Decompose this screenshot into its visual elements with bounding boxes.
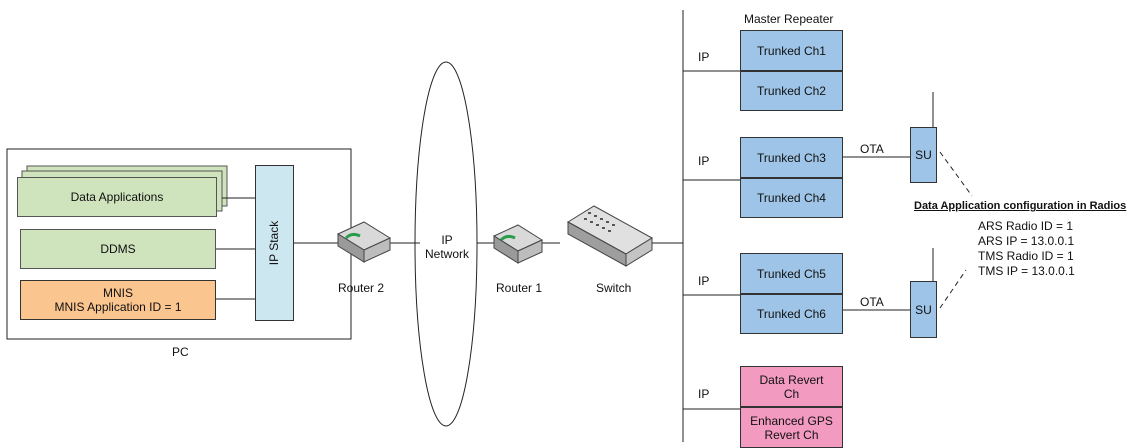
ota-label-2: OTA <box>860 295 884 309</box>
channel-label-6: Trunked Ch6 <box>757 307 826 321</box>
ota-label-1: OTA <box>860 142 884 156</box>
mnis-title: MNIS <box>103 286 133 300</box>
channel-label-5: Trunked Ch5 <box>757 266 826 281</box>
data-revert-channel-box: Data Revert Ch <box>740 366 843 407</box>
config-line-2: ARS IP = 13.0.0.1 <box>978 234 1075 248</box>
su-radio-1: SU <box>910 127 937 183</box>
config-line-4: TMS IP = 13.0.0.1 <box>978 264 1075 278</box>
ip-label-3: IP <box>698 274 710 288</box>
router-2-icon <box>336 221 392 263</box>
router-1-label: Router 1 <box>496 281 543 295</box>
ip-label-1: IP <box>698 50 710 64</box>
ip-network-label: IP Network <box>424 233 469 261</box>
channel-box-4: Trunked Ch4 <box>740 178 843 218</box>
channel-box-5: Trunked Ch5 <box>740 253 843 294</box>
master-repeater-title: Master Repeater <box>744 12 834 26</box>
ddms-box: DDMS <box>20 229 216 269</box>
channel-box-2: Trunked Ch2 <box>740 71 843 111</box>
ddms-label: DDMS <box>100 242 136 256</box>
channel-label-1: Trunked Ch1 <box>757 43 826 58</box>
su-radio-2: SU <box>910 281 937 338</box>
data-applications-box: Data Applications <box>17 177 217 217</box>
mnis-box: MNIS MNIS Application ID = 1 <box>20 280 216 320</box>
data-applications-label: Data Applications <box>70 190 164 204</box>
channel-label-3: Trunked Ch3 <box>757 150 826 165</box>
switch-label: Switch <box>596 281 632 295</box>
config-line-3: TMS Radio ID = 1 <box>978 249 1074 263</box>
channel-box-3: Trunked Ch3 <box>740 137 843 178</box>
channel-label-2: Trunked Ch2 <box>757 84 826 98</box>
channel-box-1: Trunked Ch1 <box>740 30 843 71</box>
su-label-2: SU <box>915 302 932 317</box>
config-line-1: ARS Radio ID = 1 <box>978 219 1074 233</box>
config-lines: ARS Radio ID = 1 ARS IP = 13.0.0.1 TMS R… <box>978 219 1075 279</box>
config-title: Data Application configuration in Radios <box>914 200 1127 212</box>
gps-revert-channel-box: Enhanced GPS Revert Ch <box>740 407 843 448</box>
mnis-app-id: MNIS Application ID = 1 <box>54 300 182 314</box>
channel-box-6: Trunked Ch6 <box>740 294 843 334</box>
su-label-1: SU <box>915 148 932 162</box>
pc-label: PC <box>172 345 189 359</box>
ip-stack-box: IP Stack <box>255 165 294 321</box>
ip-label-2: IP <box>698 154 710 168</box>
router-2-label: Router 2 <box>338 281 385 295</box>
ip-stack-label: IP Stack <box>267 220 282 266</box>
gps-revert-channel-label: Enhanced GPS Revert Ch <box>750 413 833 442</box>
data-revert-channel-label: Data Revert Ch <box>759 372 824 401</box>
switch-icon <box>567 205 653 267</box>
router-1-icon <box>492 224 544 264</box>
channel-label-4: Trunked Ch4 <box>757 191 826 205</box>
ip-label-4: IP <box>698 387 710 401</box>
